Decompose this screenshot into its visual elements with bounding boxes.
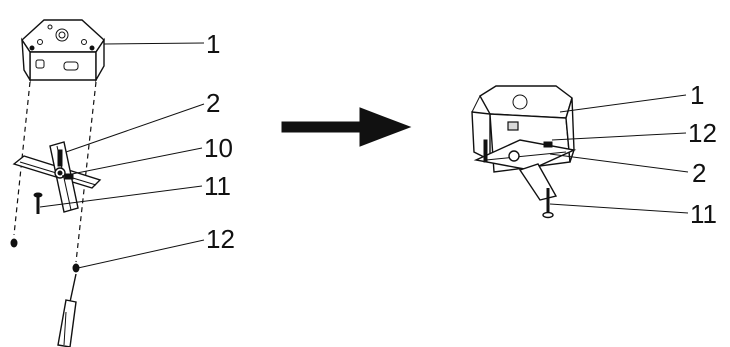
callout-left-11: 11	[204, 171, 231, 201]
callout-right-11: 11	[690, 199, 717, 229]
callout-left-10: 10	[204, 133, 233, 163]
screw-11-right	[542, 188, 554, 219]
callout-right-1: 1	[690, 80, 704, 110]
callout-right-12: 12	[688, 118, 717, 148]
callout-left-12: 12	[206, 224, 235, 254]
screwdriver	[57, 273, 77, 347]
screw-11-left	[33, 192, 43, 214]
assembled-view: 1 12 2 11	[471, 80, 717, 229]
callout-left-2: 2	[206, 88, 220, 118]
callout-right-2: 2	[692, 158, 706, 188]
screw-12-left	[10, 238, 80, 273]
mounting-bracket-left	[12, 141, 102, 213]
callout-left-1: 1	[206, 29, 220, 59]
junction-box-left	[21, 19, 105, 83]
transition-arrow	[281, 107, 412, 147]
exploded-view: 1 2 10 11 12	[10, 19, 235, 347]
